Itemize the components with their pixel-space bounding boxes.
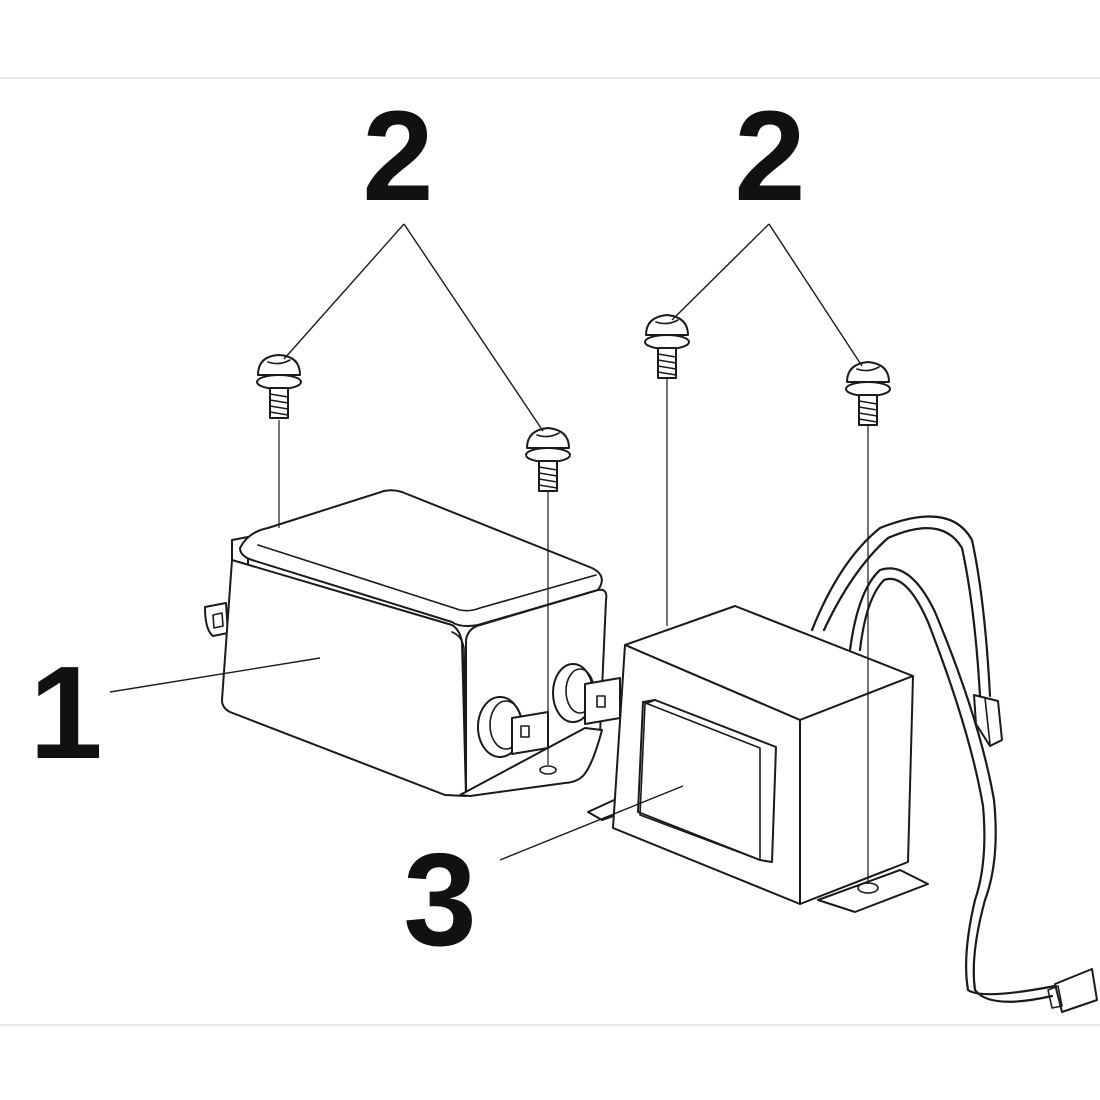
leader-lines xyxy=(109,223,863,861)
terminal-lower xyxy=(477,696,549,758)
terminal-upper xyxy=(552,663,621,725)
screw-3 xyxy=(644,314,690,626)
wire-harness xyxy=(810,515,1098,1013)
screw-2 xyxy=(525,427,571,765)
filter-box-part-1 xyxy=(204,489,621,797)
callout-label-part-1: 1 xyxy=(29,639,102,786)
callout-label-part-2-right: 2 xyxy=(734,85,805,228)
screw-1 xyxy=(256,354,302,528)
transformer-part-3 xyxy=(587,605,929,913)
callout-label-part-2-left: 2 xyxy=(362,85,433,228)
callout-label-part-3: 3 xyxy=(403,826,476,973)
screw-4 xyxy=(845,361,891,884)
